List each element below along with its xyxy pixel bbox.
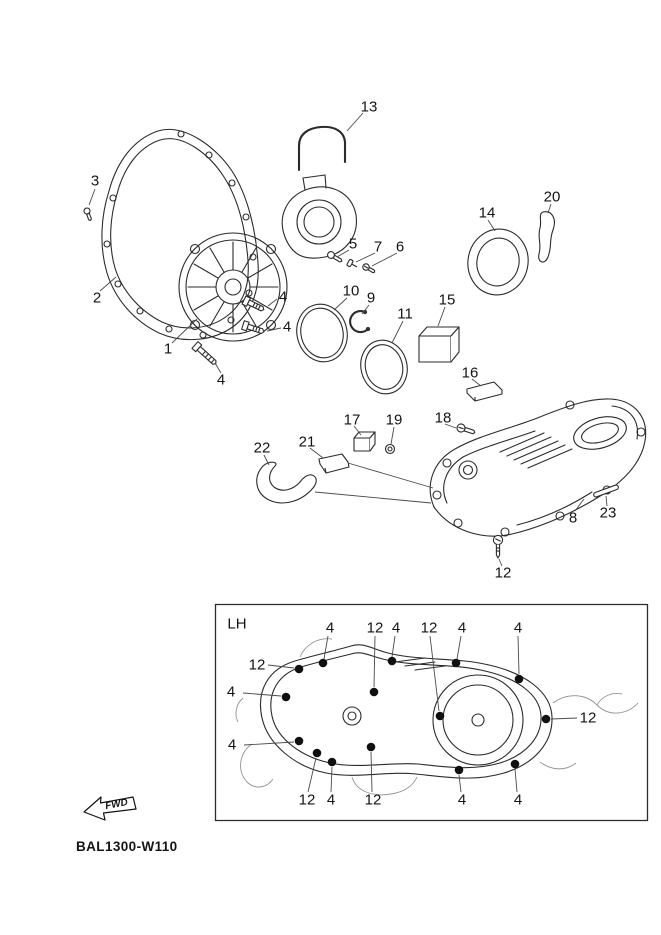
fan-cover-part [178,232,288,342]
o-ring-part-10 [296,303,348,363]
damper-part-15 [418,326,460,363]
detail-box-title: LH [227,615,247,633]
dowel-pin-part-23 [593,484,619,498]
part-callout: 10 [342,282,360,300]
wire-clip-part [297,125,347,172]
part-callout: 19 [385,411,403,429]
detail-callout: 12 [420,619,438,637]
part-callout: 17 [343,411,361,429]
part-callout: 4 [216,371,226,389]
ring-seal-part-14 [467,228,529,296]
detail-callout: 4 [513,619,523,637]
seal-part-11 [360,339,408,395]
part-callout: 1 [163,340,173,358]
pad-part-16 [466,381,503,402]
part-callout: 4 [278,288,288,306]
detail-callout: 4 [325,619,335,637]
bolt-part [241,295,265,312]
bolt-part-5 [327,251,343,263]
engine-context-lines [235,638,639,796]
part-callout: 11 [397,305,413,323]
part-callout: 16 [461,364,479,382]
detail-callout: 4 [513,791,523,809]
part-callout: 2 [92,289,102,307]
part-callout: 18 [434,409,452,427]
part-callout: 7 [373,238,383,256]
part-callout: 5 [348,235,358,253]
detail-callout: 4 [226,683,236,701]
pin-part-7 [346,258,358,268]
screw-part-6 [362,263,376,274]
bolt-position-dots [281,656,551,775]
gasket-part [101,128,259,341]
crankcase-cover-part-8 [429,398,647,537]
bolt-part [191,341,217,365]
duct-part-22 [256,461,317,504]
part-callout: 21 [298,433,316,451]
leader-lines [88,112,608,567]
detail-callout: 4 [457,791,467,809]
part-callout: 12 [494,564,512,582]
detail-callout: 12 [364,791,382,809]
detail-callout: 4 [227,736,237,754]
pad-part-21 [318,453,350,474]
detail-callout: 12 [579,709,597,727]
diagram-code: BAL1300-W110 [76,839,178,854]
part-callout: 3 [90,172,100,190]
screw-part-12 [492,534,504,559]
part-callout: 22 [253,439,271,457]
part-callout: 8 [568,509,578,527]
fwd-arrow-label: FWD [104,797,128,812]
detail-callout: 4 [391,619,401,637]
bracket-part-20 [538,211,555,263]
part-callout: 9 [366,289,376,307]
part-callout: 14 [478,204,496,222]
grommet-part-19 [384,443,396,455]
part-callout: 23 [599,504,617,522]
bolt-part [241,320,265,335]
detail-view-box [214,603,649,822]
detail-callout: 12 [366,619,384,637]
part-callout: 6 [395,238,405,256]
part-callout: 13 [360,98,378,116]
fwd-arrow: FWD [83,796,137,821]
detail-callout: 4 [326,791,336,809]
cover-side-view [260,644,553,779]
detail-callout: 12 [248,656,266,674]
screw-part-18 [456,423,476,435]
screw-part-3 [83,207,92,221]
circlip-part-9 [349,309,371,334]
detail-callout: 4 [457,619,467,637]
part-callout: 15 [438,291,456,309]
part-callout: 20 [543,188,561,206]
part-callout: 4 [282,318,292,336]
air-shroud-part [281,174,357,259]
detail-leader-lines [242,635,578,793]
clip-part-17 [353,431,376,452]
detail-callout: 12 [298,791,316,809]
